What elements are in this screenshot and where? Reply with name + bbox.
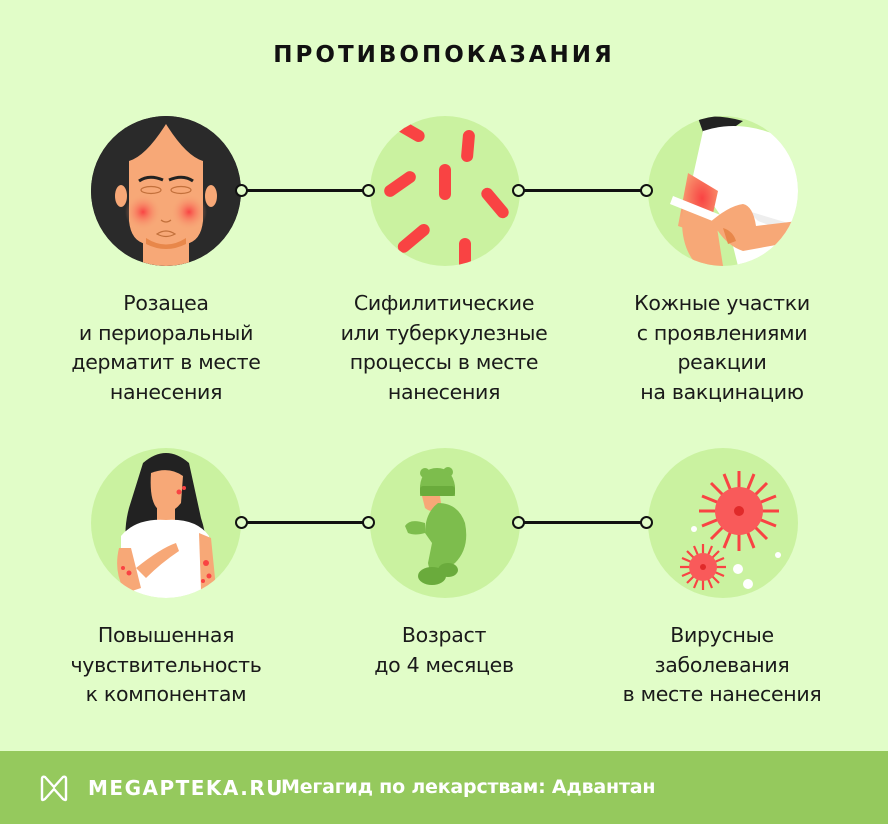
baby-icon xyxy=(370,448,520,598)
face-rosacea-icon xyxy=(91,116,241,266)
connector-node xyxy=(235,184,248,197)
item-label-vaccination: Кожные участки с проявлениями реакции на… xyxy=(634,291,810,404)
page-title: ПРОТИВОПОКАЗАНИЯ xyxy=(273,42,615,68)
item-label-syphilis: Сифилитические или туберкулезные процесс… xyxy=(340,291,548,404)
connector-node xyxy=(512,516,525,529)
virus-icon xyxy=(648,448,798,598)
item-label-viral: Вирусные заболевания в месте нанесения xyxy=(622,623,822,706)
connector-node xyxy=(640,184,653,197)
item-label-sensitivity: Повышенная чувствительность к компонента… xyxy=(70,623,262,706)
connector-node xyxy=(362,516,375,529)
footer-bar: MEGAPTEKA.RU Мегагид по лекарствам: Адва… xyxy=(0,751,888,824)
connector-node xyxy=(362,184,375,197)
footer-tagline: Мегагид по лекарствам: Адвантан xyxy=(281,776,656,798)
connector-line xyxy=(241,521,370,524)
connector-node xyxy=(512,184,525,197)
megapteka-logo-icon[interactable] xyxy=(38,773,70,803)
vaccination-arm-icon xyxy=(648,116,798,266)
item-label-age: Возраст до 4 месяцев xyxy=(374,623,514,677)
item-label-rosacea: Розацеа и периоральный дерматит в месте … xyxy=(71,291,261,404)
connector-node xyxy=(235,516,248,529)
connector-node xyxy=(640,516,653,529)
connector-line xyxy=(520,189,648,192)
brand-name[interactable]: MEGAPTEKA.RU xyxy=(88,776,285,800)
allergy-woman-icon xyxy=(91,448,241,598)
bacteria-icon xyxy=(370,116,520,266)
connector-line xyxy=(241,189,370,192)
connector-line xyxy=(520,521,648,524)
